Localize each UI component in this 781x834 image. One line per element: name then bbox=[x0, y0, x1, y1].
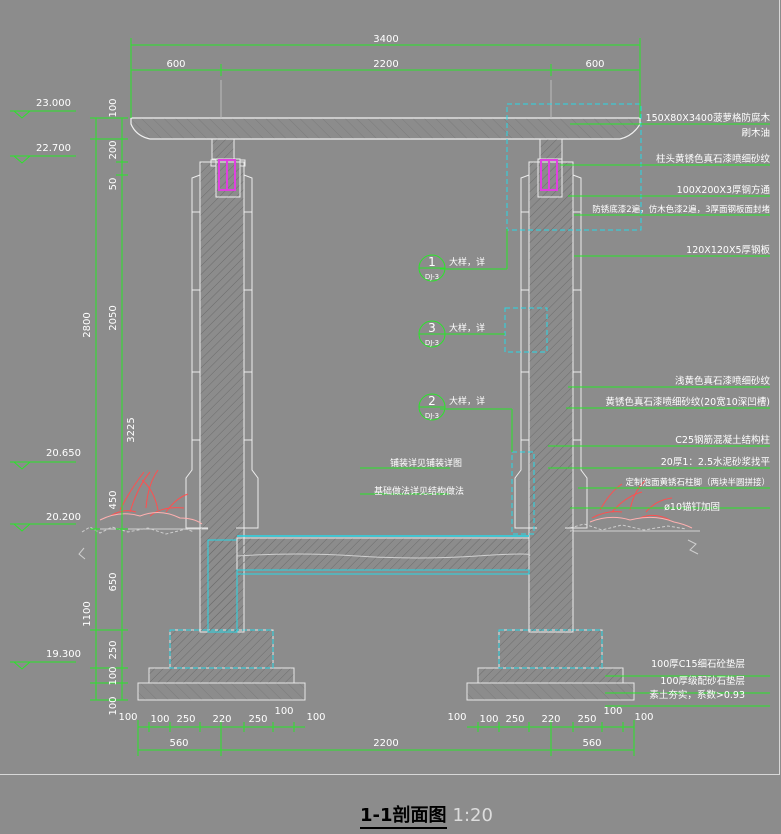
dim-50: 50 bbox=[108, 178, 119, 191]
callout-3-number: 3 bbox=[428, 321, 436, 335]
elevation-20200: 20.200 bbox=[46, 512, 81, 523]
dim-total-right: 560 bbox=[582, 738, 601, 749]
dim-br-6: 100 bbox=[634, 712, 653, 723]
note-capital-paint: 柱头黄锈色真石漆喷细砂纹 bbox=[656, 153, 771, 165]
elevation-19300: 19.300 bbox=[46, 649, 81, 660]
dim-top-mid: 2200 bbox=[373, 59, 398, 70]
detail-boxes bbox=[504, 103, 642, 535]
callout-2-ref: DJ-3 bbox=[425, 412, 439, 420]
dim-3225: 3225 bbox=[126, 417, 137, 442]
leader-lines bbox=[360, 123, 770, 707]
note-paving: 铺装详见铺装详图 bbox=[390, 457, 462, 469]
elevation-20650: 20.650 bbox=[46, 448, 81, 459]
dim-650: 650 bbox=[108, 572, 119, 591]
note-groove-paint: 黄锈色真石漆喷细砂纹(20宽10深凹槽) bbox=[605, 396, 770, 408]
callout-2-number: 2 bbox=[428, 394, 436, 408]
ground-beam bbox=[236, 535, 531, 575]
dim-1100: 1100 bbox=[82, 601, 93, 626]
note-column-paint: 浅黄色真石漆喷细砂纹 bbox=[675, 375, 771, 387]
callout-1-text: 大样，详 bbox=[449, 256, 485, 268]
right-foundation bbox=[466, 629, 635, 701]
dim-total-mid: 2200 bbox=[373, 738, 398, 749]
dim-100c: 100 bbox=[108, 696, 119, 715]
dim-bl-0: 100 bbox=[118, 712, 137, 723]
dim-100a: 100 bbox=[108, 98, 119, 117]
dim-total-left: 560 bbox=[169, 738, 188, 749]
dim-bl-4: 250 bbox=[248, 714, 267, 725]
callout-1-ref: DJ-3 bbox=[425, 273, 439, 281]
section-drawing: 3400 600 2200 600 100 200 50 2050 2800 3… bbox=[10, 34, 771, 756]
dim-overall: 3400 bbox=[373, 34, 398, 45]
right-plant bbox=[589, 479, 693, 529]
left-plant bbox=[99, 469, 203, 525]
note-compacted-soil: 素土夯实，系数>0.93 bbox=[649, 689, 745, 701]
dim-2050: 2050 bbox=[108, 305, 119, 330]
note-anchor: ø10锚钉加固 bbox=[664, 501, 720, 513]
right-capital bbox=[537, 138, 563, 198]
elevation-markers bbox=[10, 110, 76, 670]
dim-100b: 100 bbox=[108, 666, 119, 685]
note-timber-beam: 150X80X3400菠萝格防腐木 bbox=[646, 112, 771, 124]
dim-250: 250 bbox=[108, 640, 119, 659]
dim-br-5: 100 bbox=[603, 706, 622, 717]
dimension-lines bbox=[90, 38, 641, 756]
dim-200: 200 bbox=[108, 140, 119, 159]
left-foundation bbox=[137, 629, 306, 701]
callout-3-text: 大样，详 bbox=[449, 322, 485, 334]
dim-2800: 2800 bbox=[82, 312, 93, 337]
note-foundation: 基础做法详见结构做法 bbox=[374, 485, 464, 497]
note-gravel-cushion: 100厚级配砂石垫层 bbox=[660, 675, 745, 687]
drawing-title: 1-1剖面图 bbox=[360, 805, 447, 829]
drawing-scale: 1:20 bbox=[452, 805, 493, 826]
dim-br-0: 100 bbox=[447, 712, 466, 723]
note-steel-plate: 120X120X5厚钢板 bbox=[686, 244, 770, 256]
note-wood-oil: 刷木油 bbox=[741, 127, 770, 139]
callout-3-ref: DJ-3 bbox=[425, 339, 439, 347]
dim-bl-2: 250 bbox=[176, 714, 195, 725]
callout-2-text: 大样，详 bbox=[449, 395, 485, 407]
ground-line bbox=[78, 523, 700, 560]
left-capital bbox=[210, 138, 246, 198]
dim-br-4: 250 bbox=[577, 714, 596, 725]
callout-1-number: 1 bbox=[428, 255, 436, 269]
dim-bl-5: 100 bbox=[274, 706, 293, 717]
callout-circles bbox=[418, 254, 446, 421]
dim-top-right: 600 bbox=[585, 59, 604, 70]
dim-top-left: 600 bbox=[166, 59, 185, 70]
note-column-base: 定制泡面黄锈石柱脚（两块半圆拼接） bbox=[625, 477, 770, 488]
note-rust-primer: 防锈底漆2遍，仿木色漆2遍，3厚面钢板面封堵 bbox=[592, 204, 770, 215]
drawing-frame bbox=[0, 0, 780, 775]
dim-br-3: 220 bbox=[541, 714, 560, 725]
note-mortar: 20厚1：2.5水泥砂浆找平 bbox=[661, 456, 771, 468]
note-concrete-column: C25钢筋混凝土结构柱 bbox=[675, 434, 770, 446]
dim-br-1: 100 bbox=[479, 714, 498, 725]
note-steel-tube: 100X200X3厚钢方通 bbox=[677, 184, 771, 196]
timber-beam bbox=[130, 80, 641, 140]
dim-br-2: 250 bbox=[505, 714, 524, 725]
dim-bl-1: 100 bbox=[150, 714, 169, 725]
elevation-22700: 22.700 bbox=[36, 143, 71, 154]
note-c15-cushion: 100厚C15细石砼垫层 bbox=[651, 658, 745, 670]
elevation-23000: 23.000 bbox=[36, 98, 71, 109]
dim-bl-3: 220 bbox=[212, 714, 231, 725]
right-column bbox=[514, 161, 588, 633]
dim-bl-6: 100 bbox=[306, 712, 325, 723]
dim-450: 450 bbox=[108, 490, 119, 509]
